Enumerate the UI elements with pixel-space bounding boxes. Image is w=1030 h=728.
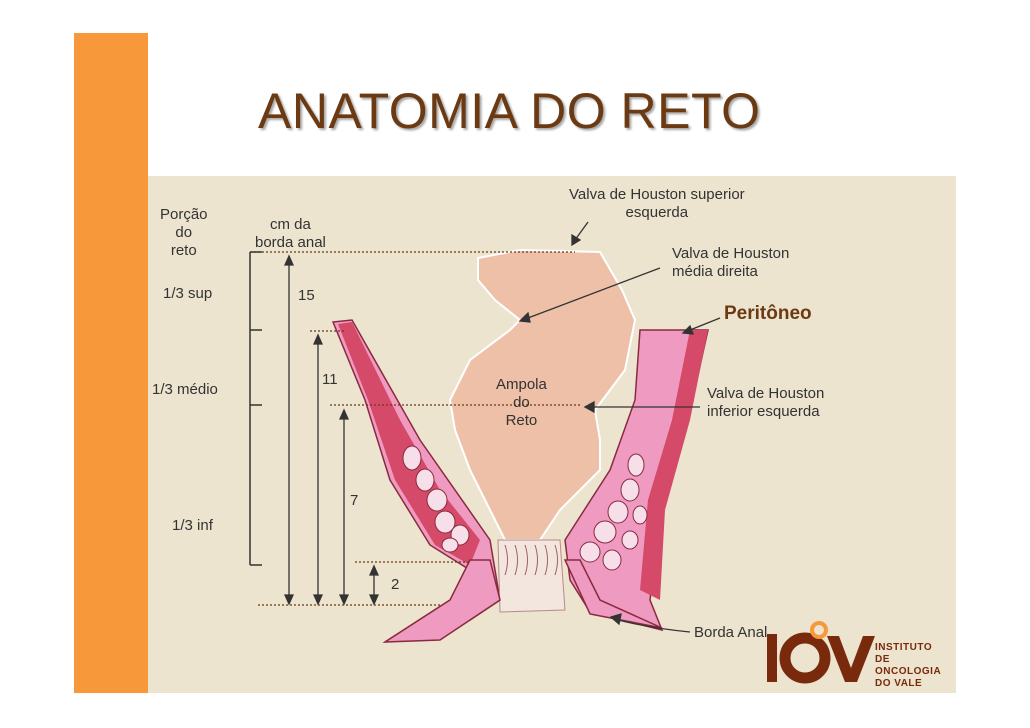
cm-header: cm da borda anal — [255, 216, 326, 251]
valva-media-label: Valva de Houston média direita — [672, 245, 790, 280]
page-title: ANATOMIA DO RETO — [258, 83, 761, 139]
porcao-header: Porção do reto — [160, 206, 208, 259]
anal-canal — [497, 539, 566, 613]
left-sphincter — [382, 559, 501, 643]
right-muscle-inner — [640, 330, 708, 600]
thirds-bracket — [249, 251, 262, 566]
right-sphincter — [563, 559, 663, 629]
logo-mark-icon — [767, 621, 875, 684]
distance-arrows — [283, 254, 380, 606]
logo-line3: DO VALE — [875, 678, 923, 689]
terco-sup-label: 1/3 sup — [163, 285, 213, 302]
label-pointers — [518, 221, 721, 633]
orange-accent-bar — [74, 33, 148, 693]
reference-lines — [250, 251, 580, 606]
right-fat-lobules — [579, 453, 648, 571]
left-fat-lobules — [402, 445, 470, 553]
terco-inf-label: 1/3 inf — [172, 517, 213, 534]
ampola-label: Ampola do Reto — [496, 376, 547, 429]
logo-line1: INSTITUTO — [875, 642, 933, 653]
iov-logo: INSTITUTO DE ONCOLOGIA DO VALE — [765, 620, 955, 690]
cm-15-label: 15 — [298, 287, 315, 304]
peritoneo-label: Peritôneo — [724, 303, 812, 324]
valva-inferior-label: Valva de Houston inferior esquerda — [707, 385, 825, 420]
logo-line2: DE ONCOLOGIA — [875, 654, 942, 677]
terco-medio-label: 1/3 médio — [152, 381, 218, 398]
cm-2-label: 2 — [391, 576, 400, 593]
valva-superior-label: Valva de Houston superior esquerda — [569, 186, 745, 221]
cm-7-label: 7 — [350, 492, 359, 509]
borda-anal-label: Borda Anal — [694, 624, 768, 641]
anal-columns — [504, 544, 558, 576]
cm-11-label: 11 — [322, 371, 338, 388]
